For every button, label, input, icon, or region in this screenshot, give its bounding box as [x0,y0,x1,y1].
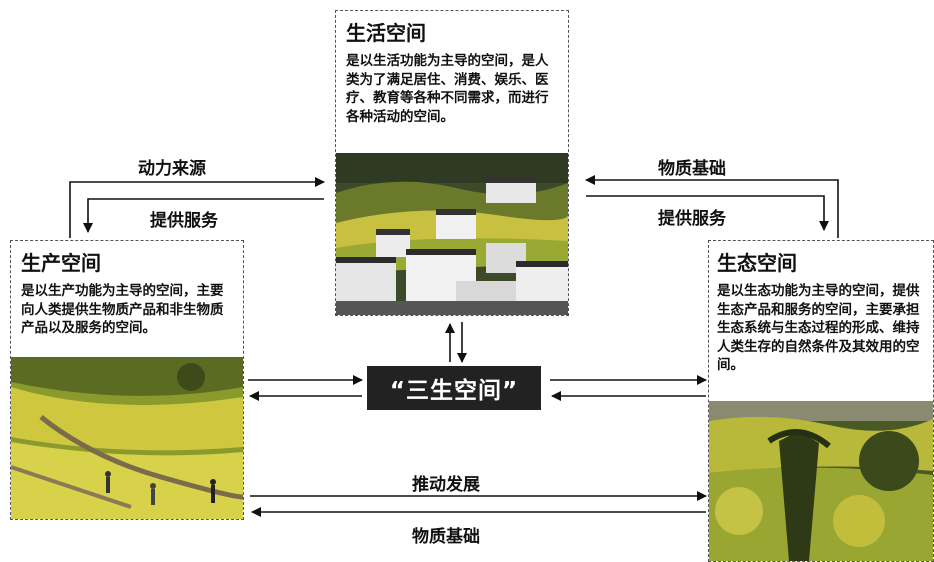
production-space-description: 是以生产功能为主导的空间，主要向人类提供生物质产品和非生物质产品以及服务的空间。 [21,283,224,336]
arrow-ecological-to-living [585,175,839,238]
village-photo [336,153,568,315]
living-space-description: 是以生活功能为主导的空间，是人类为了满足居住、消费、娱乐、医疗、教育等各种不同需… [346,53,549,125]
production-space-node: 生产空间 是以生产功能为主导的空间，主要向人类提供生物质产品和非生物质产品以及服… [10,240,244,520]
arrow-living-to-production [83,198,324,233]
edge-label-material-basis-bottom: 物质基础 [412,527,480,547]
three-spaces-center-label: “三生空间” [367,366,541,410]
ecological-space-title: 生态空间 [717,251,797,275]
edge-label-material-basis-top: 物质基础 [658,159,726,179]
living-space-title: 生活空间 [346,21,426,45]
forest-photo [709,401,933,561]
edge-label-power-source: 动力来源 [138,159,206,179]
arrow-living-to-ecological [586,195,829,231]
edge-label-promote-development: 推动发展 [412,475,480,495]
edge-label-provide-service-right: 提供服务 [658,209,726,229]
edge-label-provide-service-left: 提供服务 [150,211,218,231]
production-space-title: 生产空间 [21,251,101,275]
field-photo [11,357,243,519]
arrow-production-to-living [69,177,325,238]
ecological-space-node: 生态空间 是以生态功能为主导的空间，提供生态产品和服务的空间，主要承担生态系统与… [708,240,934,562]
living-space-node: 生活空间 是以生活功能为主导的空间，是人类为了满足居住、消费、娱乐、医疗、教育等… [335,10,569,316]
ecological-space-description: 是以生态功能为主导的空间，提供生态产品和服务的空间，主要承担生态系统与生态过程的… [717,283,920,373]
